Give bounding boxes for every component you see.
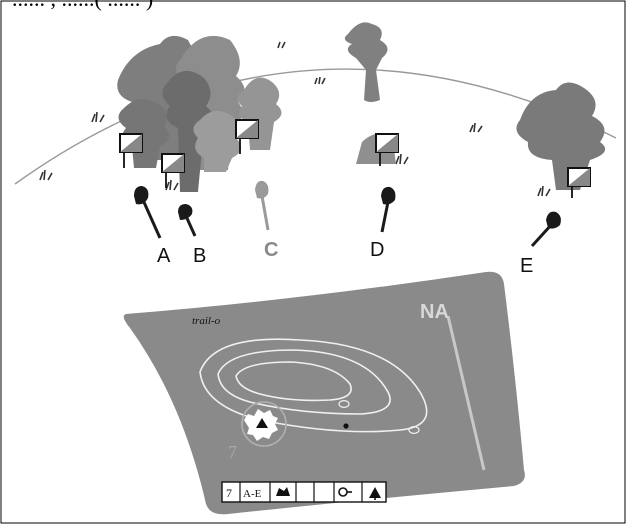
grass-tuft-icon [314, 76, 326, 85]
control-number: 7 [228, 442, 237, 462]
control-flag-icon [567, 167, 591, 198]
description-cell-number: 7 [226, 486, 232, 500]
map-dot [343, 423, 349, 429]
grass-tuft-icon [395, 153, 409, 165]
boulder-symbol-icon [276, 487, 290, 496]
pointer-c: C [255, 180, 278, 261]
pointers: A B C D E [134, 180, 561, 277]
cropped-top-text: ...... , ......( ...... ) [12, 0, 153, 11]
north-label: NA [420, 301, 449, 323]
pointer-label: B [193, 245, 206, 267]
contour-line [235, 361, 352, 402]
pointer-hand-icon [381, 186, 396, 205]
tree-cluster-left [117, 35, 282, 192]
tree [237, 77, 282, 150]
pointer-label: E [520, 255, 533, 277]
north-arrow-icon [446, 315, 486, 471]
grass-tuft-icon [469, 122, 483, 133]
control-flags [119, 119, 591, 198]
map-depression [408, 426, 420, 435]
tree-center [344, 22, 388, 103]
pointer-hand-icon [178, 204, 193, 220]
pointer-hand-icon [134, 186, 149, 205]
hill-horizon-line [14, 68, 617, 185]
tree [118, 98, 170, 168]
map-title: trail-o [192, 315, 221, 327]
control-flag-icon [119, 133, 143, 168]
control-flag-icon [375, 133, 399, 166]
description-strip: 7 A-E [221, 481, 387, 503]
map-sheet [123, 271, 525, 515]
description-cell-which: A-E [243, 488, 262, 500]
grass-tuft-icon [39, 169, 53, 181]
pointer-label: A [157, 245, 171, 267]
pointer-a: A [134, 186, 171, 267]
grass-tuft-icon [277, 41, 286, 49]
pointer-hand-icon [255, 180, 269, 199]
contour-line [217, 349, 391, 415]
tree [193, 110, 242, 172]
grass-tuft-icon [91, 111, 105, 123]
grass-tuft-icon [165, 179, 179, 191]
orienteering-map: trail-o 7 NA 7 A [123, 271, 525, 515]
control-flag-icon [161, 153, 185, 188]
pointer-b: B [178, 204, 206, 267]
pointer-e: E [520, 211, 561, 277]
pointer-d: D [370, 186, 396, 261]
pointer-hand-icon [546, 211, 561, 229]
pointer-label: D [370, 239, 384, 261]
grass-tuft-icon [537, 185, 551, 197]
control-circle-icon [241, 401, 287, 447]
control-flag-icon [235, 119, 259, 154]
tree-right [516, 82, 606, 190]
pointer-label-highlight: C [264, 239, 278, 261]
triangle-icon [256, 418, 268, 428]
grass-tufts [39, 41, 551, 197]
tree [162, 70, 213, 192]
map-depression [338, 400, 350, 409]
